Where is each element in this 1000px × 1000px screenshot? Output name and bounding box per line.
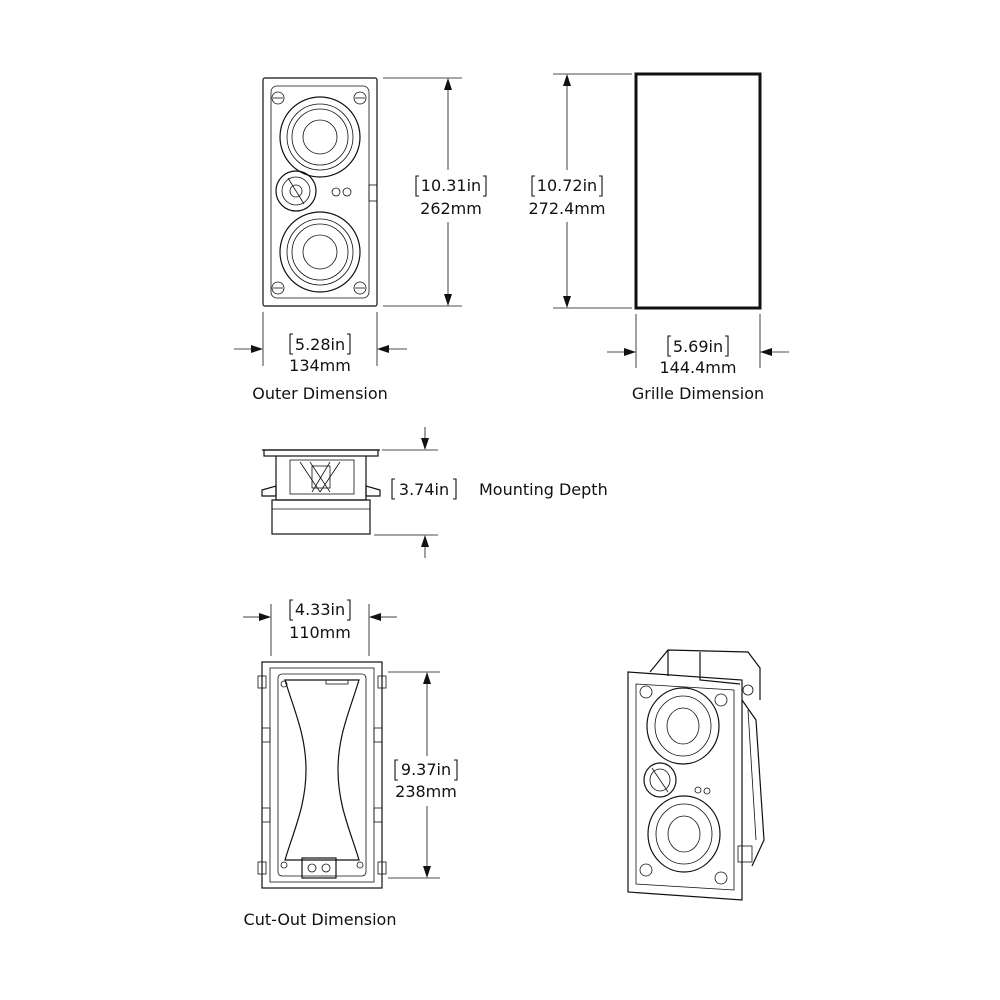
speaker-perspective-view — [627, 649, 765, 901]
grille-width-dimension — [607, 314, 789, 368]
outer-width-in: 5.28in — [295, 335, 345, 354]
grille-height-mm: 272.4mm — [529, 199, 606, 218]
grille-width-in: 5.69in — [673, 337, 723, 356]
speaker-side-view — [261, 449, 381, 535]
grille-caption: Grille Dimension — [632, 384, 764, 403]
cutout-width-in: 4.33in — [295, 600, 345, 619]
mounting-depth-in: 3.74in — [399, 480, 449, 499]
grille-height-dimension — [531, 73, 632, 309]
outer-height-mm: 262mm — [420, 199, 482, 218]
grille-outline — [634, 72, 762, 310]
cutout-bracket-view — [257, 661, 387, 889]
cutout-height-in: 9.37in — [401, 760, 451, 779]
outer-height-in: 10.31in — [421, 176, 481, 195]
cutout-width-mm: 110mm — [289, 623, 351, 642]
cutout-width-dimension — [243, 599, 397, 656]
mounting-depth-caption: Mounting Depth — [479, 480, 608, 499]
cutout-height-mm: 238mm — [395, 782, 457, 801]
cutout-height-dimension — [388, 671, 458, 879]
speaker-front-view — [262, 77, 378, 307]
grille-width-mm: 144.4mm — [660, 358, 737, 377]
outer-caption: Outer Dimension — [252, 384, 388, 403]
outer-width-mm: 134mm — [289, 356, 351, 375]
outer-height-dimension — [383, 77, 487, 307]
grille-height-in: 10.72in — [537, 176, 597, 195]
mounting-depth-dimension — [374, 427, 457, 558]
cutout-caption: Cut-Out Dimension — [244, 910, 397, 929]
outer-width-dimension — [234, 312, 407, 366]
